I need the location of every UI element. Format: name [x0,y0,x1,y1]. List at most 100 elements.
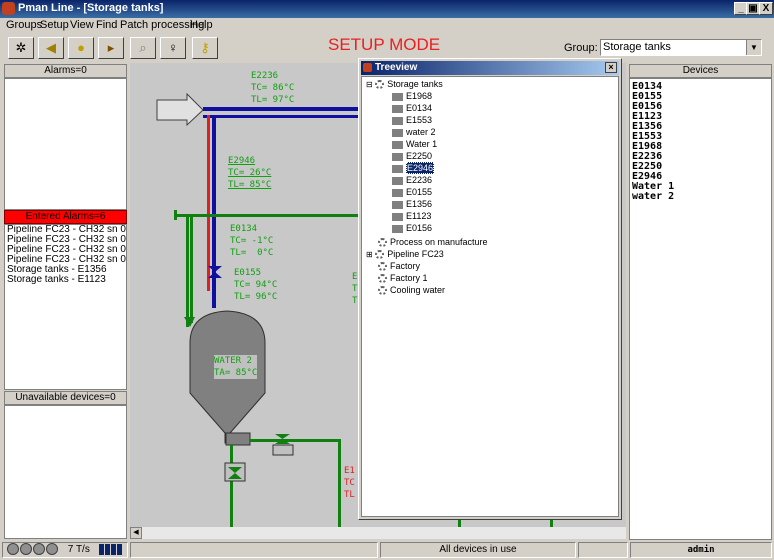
alarms-header: Alarms=0 [4,64,127,78]
tank-icon [392,140,403,149]
list-item[interactable]: Water 1 [632,181,675,192]
list-item[interactable]: E2946 [632,171,663,182]
menu-help[interactable]: Help [190,19,213,31]
status-indicators: 7 T/s [2,542,128,558]
circle-icon [46,543,58,556]
probe-icon: ♀ [168,40,178,55]
list-item[interactable]: E1553 [632,131,663,142]
list-item[interactable]: Storage tanks - E1356 [7,264,107,275]
list-item[interactable]: Pipeline FC23 - CH32 sn 00275 c [7,224,126,235]
list-item[interactable]: E0155 [632,91,663,102]
list-item[interactable]: E2236 [632,151,663,162]
tree-node-device[interactable]: water 2 [392,127,436,138]
status-empty [130,542,378,558]
tree-node-device[interactable]: E2250 [392,151,432,162]
treeview-icon [363,63,372,72]
status-user: admin [630,542,772,558]
entered-alarms-header: Entered Alarms=6 [4,210,127,224]
list-item[interactable]: Pipeline FC23 - CH32 sn 00276 c [7,254,126,265]
sparkle-icon: ✲ [15,40,27,55]
group-select[interactable]: Storage tanks ▼ [600,39,762,56]
tree-node-device[interactable]: E0156 [392,223,432,234]
tank-icon [392,152,403,161]
pipe-red [207,115,210,291]
export-button[interactable]: ▸ [98,37,124,59]
close-button[interactable]: X [759,2,773,15]
bottom-valve-icon [275,434,290,444]
tank-icon [392,116,403,125]
pipe-blue-vertical [212,118,216,308]
pipe-blue-top [203,107,363,111]
scroll-left-icon[interactable]: ◀ [130,527,142,539]
list-item[interactable]: E0156 [632,101,663,112]
menu-view[interactable]: View [70,19,94,31]
list-item[interactable]: E0134 [632,81,663,92]
tree-node-device[interactable]: E1356 [392,199,432,210]
restore-button[interactable]: ▣ [746,2,760,15]
zoom-button[interactable]: ⌕ [130,37,156,59]
list-item[interactable]: E1356 [632,121,663,132]
pipe-green-right [458,515,461,527]
inlet-arrow-icon [156,92,204,127]
new-object-button[interactable]: ✲ [8,37,34,59]
tree-node-group[interactable]: ⊞ Pipeline FC23 [366,249,444,260]
pump-icon [272,444,294,456]
list-item[interactable]: water 2 [632,191,675,202]
tree-node-device-selected[interactable]: E2946 [392,162,435,174]
gear-icon [378,286,387,296]
app-icon [2,2,15,15]
menu-find[interactable]: Find [96,19,118,31]
speaker-button[interactable]: ◀ [38,37,64,59]
tank-icon [392,128,403,137]
menu-setup[interactable]: Setup [40,19,69,31]
devices-list[interactable]: E0134 E0155 E0156 E1123 E1356 E1553 E196… [629,78,772,540]
tree-node-device[interactable]: E1968 [392,91,432,102]
status-message: All devices in use [380,542,576,558]
tree-node-group[interactable]: Factory [378,261,420,272]
tree-node-device[interactable]: E1123 [392,211,431,222]
key-button[interactable]: ⚷ [192,37,218,59]
unavailable-list[interactable] [4,405,127,539]
list-item[interactable]: Pipeline FC23 - CH32 sn 00275 c [7,234,126,245]
pipe-green-bottom-vertical [338,439,341,527]
list-item[interactable]: E1968 [632,141,663,152]
tree-node-group[interactable]: Factory 1 [378,273,428,284]
treeview-title: Treeview [375,62,418,73]
gear-icon [378,262,387,272]
list-item[interactable]: E2250 [632,161,663,172]
bar-icon [110,543,116,555]
menu-patch-processing[interactable]: Patch processing [120,19,205,31]
tree-node-device[interactable]: E0155 [392,187,432,198]
tree-node-storage-tanks[interactable]: ⊟ Storage tanks [366,79,443,90]
treeview-window[interactable]: Treeview × ⊟ Storage tanks E1968 E0134 E… [358,58,622,520]
canvas-hscrollbar[interactable]: ◀ [130,527,626,539]
gear-icon [375,80,385,90]
treeview-body[interactable]: ⊟ Storage tanks E1968 E0134 E1553 water … [361,76,619,517]
tree-node-device[interactable]: E0134 [392,103,432,114]
treeview-title-bar[interactable]: Treeview × [361,61,619,75]
entered-alarms-list[interactable]: Pipeline FC23 - CH32 sn 00275 c Pipeline… [4,224,127,390]
list-item[interactable]: Pipeline FC23 - CH32 sn 00276 c [7,244,126,255]
chevron-down-icon[interactable]: ▼ [746,40,761,55]
pipe-green-left-2 [186,217,189,327]
menu-groups[interactable]: Groups [6,19,43,31]
arrow-down-icon [184,317,195,327]
tree-node-group[interactable]: Process on manufacture [378,237,488,248]
list-item[interactable]: Storage tanks - E1123 [7,274,106,285]
tree-node-device[interactable]: E2236 [392,175,432,186]
list-item[interactable]: E1123 [632,111,663,122]
treeview-close-button[interactable]: × [605,62,617,73]
tree-node-device[interactable]: Water 1 [392,139,437,150]
bulb-button[interactable]: ● [68,37,94,59]
tree-node-device[interactable]: E1553 [392,115,432,126]
alarms-list[interactable] [4,78,127,210]
tree-node-group[interactable]: Cooling water [378,285,445,296]
menu-bar: Groups Setup View Find Patch processing … [0,18,774,32]
probe-button[interactable]: ♀ [160,37,186,59]
